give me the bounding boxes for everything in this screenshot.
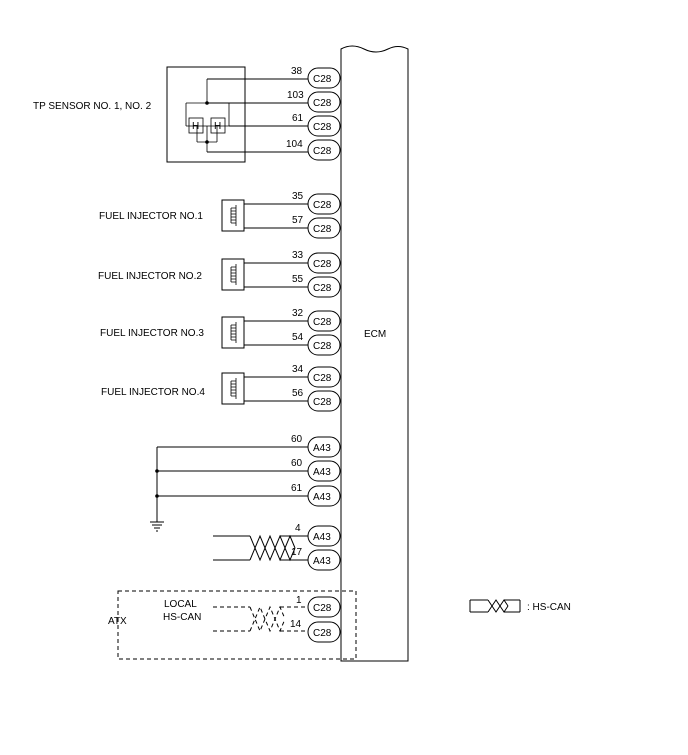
connector-label: C28 [313, 224, 332, 235]
connector-label: A43 [313, 556, 331, 567]
pin-label: 34 [292, 364, 304, 375]
connector-label: C28 [313, 259, 332, 270]
pin-label: 4 [295, 523, 301, 534]
connector-label: C28 [313, 341, 332, 352]
connector-label: A43 [313, 443, 331, 454]
fuel-injector-3: FUEL INJECTOR NO.3 32 54 C28 C28 [100, 308, 341, 356]
pin-label: 61 [292, 113, 304, 124]
connector-label: C28 [313, 373, 332, 384]
pin-label: 1 [296, 595, 302, 606]
pin-label: 104 [286, 139, 303, 150]
pin-label: 35 [292, 191, 304, 202]
connector-label: C28 [313, 200, 332, 211]
pin-label: 60 [291, 458, 303, 469]
connector-label: C28 [313, 98, 332, 109]
ecm-unit: ECM [340, 45, 409, 662]
injector-label: FUEL INJECTOR NO.1 [99, 211, 203, 222]
tp-sensor: TP SENSOR NO. 1, NO. 2 H H 38 103 61 104 [33, 66, 308, 163]
injector-label: FUEL INJECTOR NO.4 [101, 387, 205, 398]
hall-element-2-letter: H [214, 121, 221, 132]
connector-label: C28 [313, 397, 332, 408]
connector-label: C28 [313, 283, 332, 294]
connector-label: C28 [313, 603, 332, 614]
injector-label: FUEL INJECTOR NO.2 [98, 271, 202, 282]
tp-sensor-label: TP SENSOR NO. 1, NO. 2 [33, 101, 152, 112]
atx-label: ATX [108, 616, 127, 627]
hs-can-bus: 4 17 A43 A43 [213, 523, 341, 571]
pin-label: 54 [292, 332, 304, 343]
local-label: HS-CAN [163, 612, 201, 623]
connector-c28: C28 [307, 91, 341, 113]
fuel-injector-1: FUEL INJECTOR NO.1 35 57 C28 C28 [99, 191, 341, 239]
fuel-injector-2: FUEL INJECTOR NO.2 33 55 C28 C28 [98, 250, 341, 298]
pin-label: 38 [291, 66, 303, 77]
ground-icon [150, 521, 164, 532]
connector-label: C28 [313, 146, 332, 157]
pin-label: 56 [292, 388, 304, 399]
twisted-pair-icon [469, 599, 521, 613]
pin-label: 14 [290, 619, 302, 630]
local-label: LOCAL [164, 599, 197, 610]
connector-label: A43 [313, 532, 331, 543]
atx-local-can: ATX LOCAL HS-CAN 1 14 C28 C28 [108, 590, 357, 660]
legend-label: : HS-CAN [527, 602, 571, 613]
fuel-injector-4: FUEL INJECTOR NO.4 34 56 C28 C28 [101, 364, 341, 412]
pin-label: 17 [291, 547, 303, 558]
pin-label: 33 [292, 250, 304, 261]
pin-label: 60 [291, 434, 303, 445]
hall-element-1: H [188, 117, 204, 134]
hall-element-1-letter: H [192, 121, 199, 132]
connector-label: C28 [313, 122, 332, 133]
connector-label: C28 [313, 317, 332, 328]
connector-label: C28 [313, 74, 332, 85]
connector-c28: C28 [307, 139, 341, 161]
injector-label: FUEL INJECTOR NO.3 [100, 328, 204, 339]
pin-label: 61 [291, 483, 303, 494]
pin-label: 103 [287, 90, 304, 101]
hall-element-2: H [210, 117, 226, 134]
connector-label: A43 [313, 467, 331, 478]
pin-label: 32 [292, 308, 304, 319]
ground-circuit: 60 60 61 A43 A43 A43 [150, 434, 341, 532]
pin-label: 57 [292, 215, 304, 226]
connector-label: C28 [313, 628, 332, 639]
connector-label: A43 [313, 492, 331, 503]
legend: : HS-CAN [469, 599, 571, 613]
pin-label: 55 [292, 274, 304, 285]
connector-c28: C28 [307, 115, 341, 137]
ecm-label: ECM [364, 329, 386, 340]
connector-c28: C28 [307, 67, 341, 89]
